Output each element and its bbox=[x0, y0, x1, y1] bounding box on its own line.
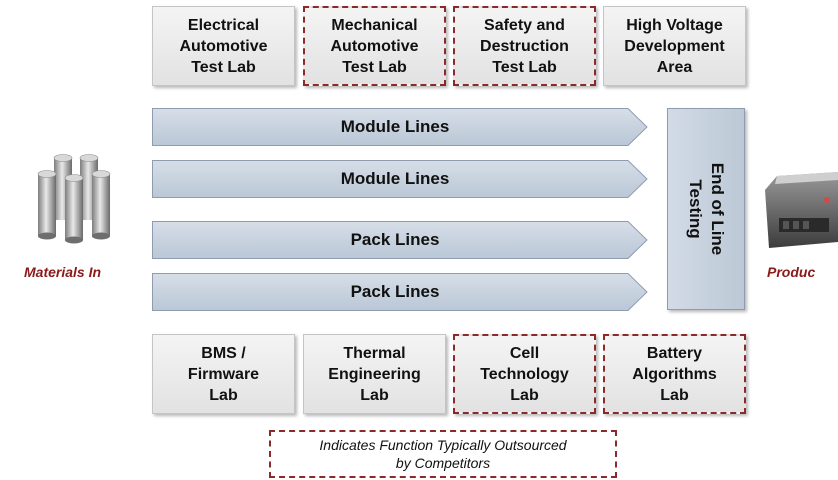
battery-cells-icon bbox=[37, 154, 111, 244]
lab-battery-algorithms: Battery Algorithms Lab bbox=[603, 334, 746, 414]
line-arrow-shape bbox=[152, 108, 648, 146]
lab-safety-destruction-test: Safety and Destruction Test Lab bbox=[453, 6, 596, 86]
line-arrow-shape bbox=[152, 221, 648, 259]
outsourced-legend: Indicates Function Typically Outsourced … bbox=[269, 430, 617, 478]
lab-thermal-engineering: Thermal Engineering Lab bbox=[303, 334, 446, 414]
module-line-1: Module Lines bbox=[152, 108, 648, 146]
lab-electrical-automotive-test: Electrical Automotive Test Lab bbox=[152, 6, 295, 86]
materials-in-label: Materials In bbox=[24, 264, 102, 280]
lab-cell-technology: Cell Technology Lab bbox=[453, 334, 596, 414]
line-arrow-shape bbox=[152, 160, 648, 198]
product-out-label: Produc bbox=[767, 264, 816, 280]
battery-pack-icon bbox=[765, 172, 838, 248]
module-line-2: Module Lines bbox=[152, 160, 648, 198]
line-label: Module Lines bbox=[340, 117, 450, 136]
line-label: Pack Lines bbox=[350, 282, 440, 301]
line-label: Module Lines bbox=[340, 169, 450, 188]
lab-bms-firmware: BMS / Firmware Lab bbox=[152, 334, 295, 414]
line-label: Pack Lines bbox=[350, 230, 440, 249]
lab-high-voltage-development: High Voltage Development Area bbox=[603, 6, 746, 86]
line-arrow-shape bbox=[152, 273, 648, 311]
lab-mechanical-automotive-test: Mechanical Automotive Test Lab bbox=[303, 6, 446, 86]
pack-line-1: Pack Lines bbox=[152, 221, 648, 259]
end-of-line-testing-label: End of Line Testing bbox=[686, 162, 727, 256]
pack-line-2: Pack Lines bbox=[152, 273, 648, 311]
end-of-line-testing-box: End of Line Testing bbox=[667, 108, 745, 310]
